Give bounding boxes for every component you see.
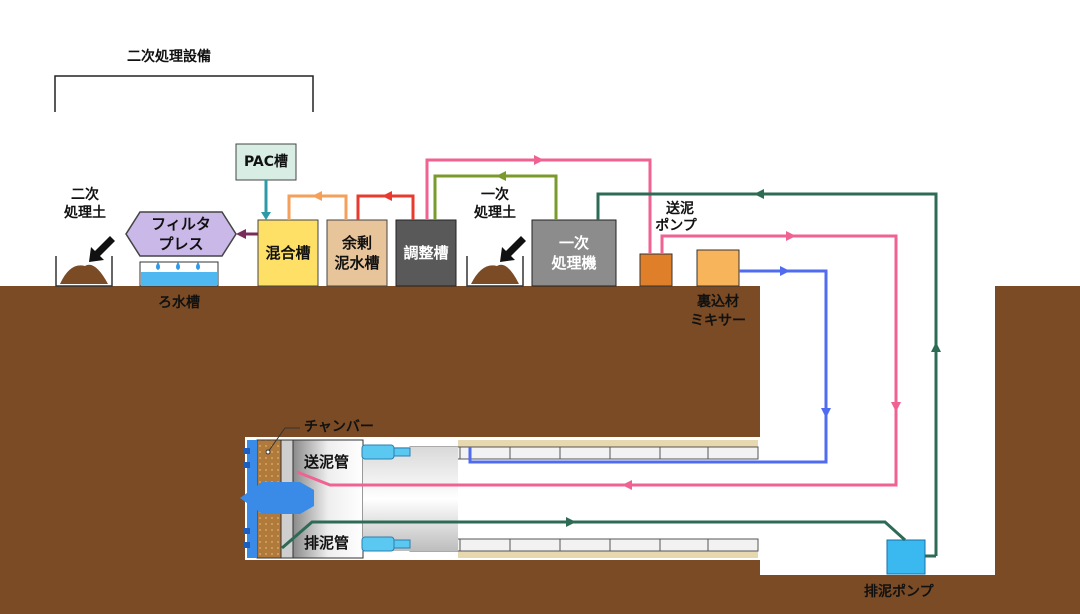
- tunnel-lining-top: [458, 440, 758, 447]
- filtrate-tank-label: ろ水槽: [158, 295, 200, 311]
- arrow-pink-1: [786, 231, 796, 241]
- arrow-pink-top: [534, 155, 544, 165]
- mixing-tank-label: 混合槽: [265, 244, 311, 262]
- tunnel-lining-bottom: [458, 551, 758, 558]
- arrow-surplus: [312, 191, 322, 201]
- flow-discharge-return: [596, 192, 938, 556]
- primary-soil-label-1: 一次: [481, 187, 509, 203]
- primary-processing-machine: [531, 219, 617, 287]
- pac-tank: [235, 143, 297, 181]
- secondary-soil-pile: [60, 264, 108, 284]
- feed-pipe-label: 送泥管: [304, 453, 350, 471]
- flow-discharge-line: [281, 520, 907, 550]
- cutter-bits: [244, 448, 250, 548]
- feed-pump-label-1: 送泥: [666, 201, 694, 217]
- pipe-fitting-discharge: [361, 536, 411, 552]
- primary-machine-label-1: 一次: [558, 234, 589, 252]
- water-drops: [156, 262, 200, 270]
- pipe-fitting-feed: [361, 444, 411, 460]
- secondary-soil-label-2: 処理土: [64, 205, 106, 221]
- feed-pump-label-2: ポンプ: [655, 218, 697, 234]
- secondary-facility-label: 二次処理設備: [127, 49, 211, 65]
- filter-press-label-1: フィルタ: [151, 215, 211, 233]
- filter-press: [125, 211, 237, 257]
- surplus-tank-label-1: 余剰: [341, 234, 372, 252]
- arrow-pac: [261, 212, 271, 220]
- secondary-soil-label-1: 二次: [71, 187, 99, 203]
- segment-row-bottom: [409, 538, 759, 552]
- primary-machine-label-2: 処理機: [551, 254, 597, 272]
- arrow-green-1: [566, 517, 576, 527]
- flow-primary-to-adjust: [433, 174, 558, 220]
- chamber-label: チャンバー: [304, 419, 374, 435]
- secondary-facility-bracket: [54, 75, 314, 112]
- surplus-tank-label-2: 泥水槽: [334, 254, 380, 272]
- primary-soil-pile: [471, 264, 519, 284]
- segment-row-top: [409, 446, 759, 460]
- flow-surplus-to-mixing: [287, 194, 348, 220]
- arrow-blue-2: [821, 408, 831, 418]
- filtrate-water: [141, 272, 217, 286]
- arrow-adjust: [382, 191, 392, 201]
- filter-press-label-2: プレス: [158, 235, 204, 253]
- backfill-mixer: [696, 249, 740, 287]
- chamber-leader: [267, 427, 300, 453]
- flow-backfill-line: [468, 269, 828, 464]
- adjustment-tank: [395, 219, 457, 287]
- discharge-pump-label: 排泥ポンプ: [864, 584, 934, 600]
- primary-soil-label-2: 処理土: [474, 205, 516, 221]
- arrow-green-3: [754, 189, 764, 199]
- arrow-green-2: [931, 342, 941, 352]
- shield-inner: [363, 447, 458, 551]
- arrow-pink-2: [891, 402, 901, 412]
- primary-soil-bin: [466, 256, 524, 287]
- flow-adjust-to-surplus: [356, 194, 415, 220]
- backfill-mixer-label-2: ミキサー: [690, 313, 746, 329]
- flow-feed-line: [296, 234, 898, 487]
- arrow-blue-1: [780, 266, 790, 276]
- feed-pump: [639, 253, 673, 287]
- pac-tank-label: PAC槽: [243, 154, 289, 170]
- discharge-pump: [886, 539, 926, 575]
- arrow-olive: [496, 171, 506, 181]
- primary-soil-arrow: [500, 236, 526, 262]
- chamber-leader-dot: [265, 449, 271, 455]
- secondary-soil-arrow: [89, 236, 115, 262]
- discharge-pipe-label: 排泥管: [304, 534, 350, 552]
- cutter-head: [240, 440, 314, 558]
- adjust-tank-label: 調整槽: [403, 244, 449, 262]
- arrow-pink-3: [622, 480, 632, 490]
- backfill-mixer-label-1: 裏込材: [697, 294, 739, 310]
- surplus-mud-tank: [326, 219, 388, 287]
- secondary-soil-bin: [55, 256, 113, 287]
- arrow-press: [236, 229, 246, 239]
